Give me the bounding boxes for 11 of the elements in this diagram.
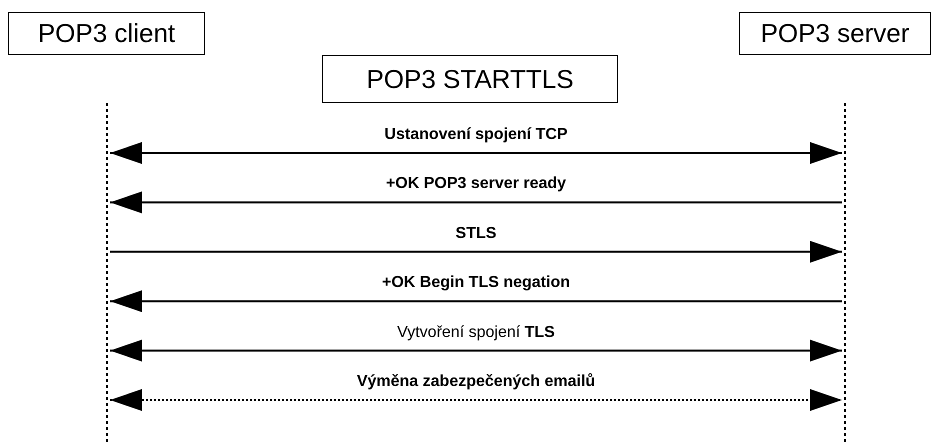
- participant-box: POP3 client: [8, 12, 205, 55]
- title-box: POP3 STARTTLS: [322, 55, 618, 103]
- message-arrow: [110, 290, 842, 312]
- message-arrow: [110, 142, 842, 164]
- participant-box: POP3 server: [739, 12, 931, 55]
- message-arrow: [110, 240, 842, 263]
- message-arrow: [110, 340, 842, 362]
- lifeline: [104, 103, 110, 445]
- dotted-message-arrow: [110, 389, 842, 411]
- lifeline: [842, 103, 848, 445]
- message-arrow: [110, 191, 842, 214]
